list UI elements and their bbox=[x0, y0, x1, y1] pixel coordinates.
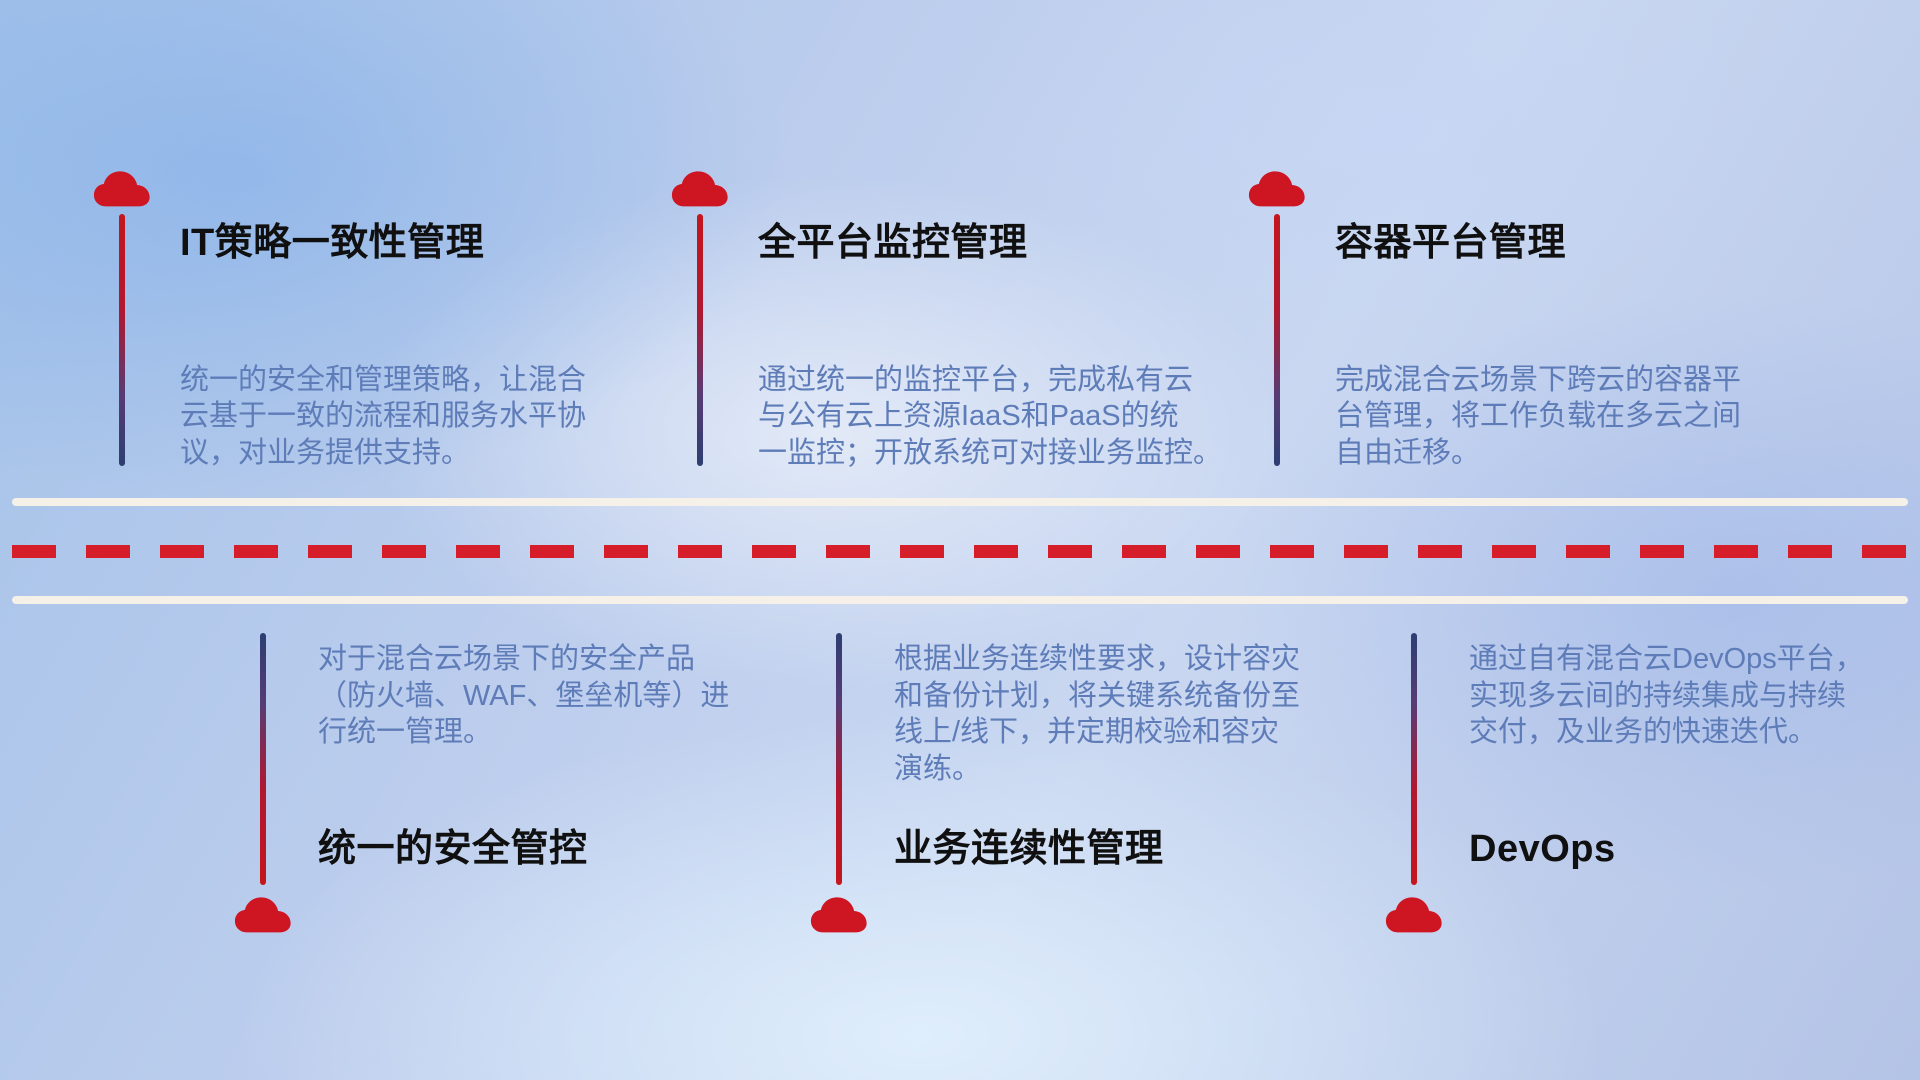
item-title: 容器平台管理 bbox=[1335, 222, 1567, 264]
item-content: IT策略一致性管理 统一的安全和管理策略，让混合 云基于一致的流程和服务水平协 … bbox=[180, 220, 680, 471]
connector-line bbox=[260, 633, 266, 885]
road-dashed-centerline bbox=[12, 545, 1908, 558]
cloud-icon bbox=[234, 896, 292, 936]
road-bottom-line bbox=[12, 596, 1908, 604]
connector-line bbox=[1274, 214, 1280, 466]
cloud-icon bbox=[671, 170, 729, 210]
cloud-icon bbox=[1385, 896, 1443, 936]
connector-line bbox=[697, 214, 703, 466]
item-content: 通过自有混合云DevOps平台， 实现多云间的持续集成与持续 交付，及业务的快速… bbox=[1469, 641, 1920, 870]
item-title: DevOps bbox=[1469, 828, 1616, 870]
item-description: 根据业务连续性要求，设计容灾 和备份计划，将关键系统备份至 线上/线下，并定期校… bbox=[894, 643, 1301, 785]
item-description: 通过自有混合云DevOps平台， 实现多云间的持续集成与持续 交付，及业务的快速… bbox=[1469, 643, 1864, 749]
item-description: 通过统一的监控平台，完成私有云 与公有云上资源IaaS和PaaS的统 一监控；开… bbox=[758, 363, 1223, 469]
item-title: 全平台监控管理 bbox=[758, 222, 1028, 264]
cloud-icon bbox=[1248, 170, 1306, 210]
item-content: 对于混合云场景下的安全产品 （防火墙、WAF、堡垒机等）进 行统一管理。 统一的… bbox=[318, 641, 818, 870]
item-description: 统一的安全和管理策略，让混合 云基于一致的流程和服务水平协 议，对业务提供支持。 bbox=[180, 363, 587, 469]
cloud-icon bbox=[810, 896, 868, 936]
connector-line bbox=[119, 214, 125, 466]
connector-line bbox=[836, 633, 842, 885]
item-content: 根据业务连续性要求，设计容灾 和备份计划，将关键系统备份至 线上/线下，并定期校… bbox=[894, 641, 1394, 870]
road-top-line bbox=[12, 498, 1908, 506]
item-content: 容器平台管理 完成混合云场景下跨云的容器平 台管理，将工作负载在多云之间 自由迁… bbox=[1335, 220, 1835, 471]
item-description: 完成混合云场景下跨云的容器平 台管理，将工作负载在多云之间 自由迁移。 bbox=[1335, 363, 1742, 469]
item-title: 业务连续性管理 bbox=[894, 828, 1164, 870]
connector-line bbox=[1411, 633, 1417, 885]
cloud-icon bbox=[93, 170, 151, 210]
item-title: IT策略一致性管理 bbox=[180, 222, 485, 264]
item-title: 统一的安全管控 bbox=[318, 828, 588, 870]
item-content: 全平台监控管理 通过统一的监控平台，完成私有云 与公有云上资源IaaS和PaaS… bbox=[758, 220, 1258, 471]
item-description: 对于混合云场景下的安全产品 （防火墙、WAF、堡垒机等）进 行统一管理。 bbox=[318, 643, 730, 749]
